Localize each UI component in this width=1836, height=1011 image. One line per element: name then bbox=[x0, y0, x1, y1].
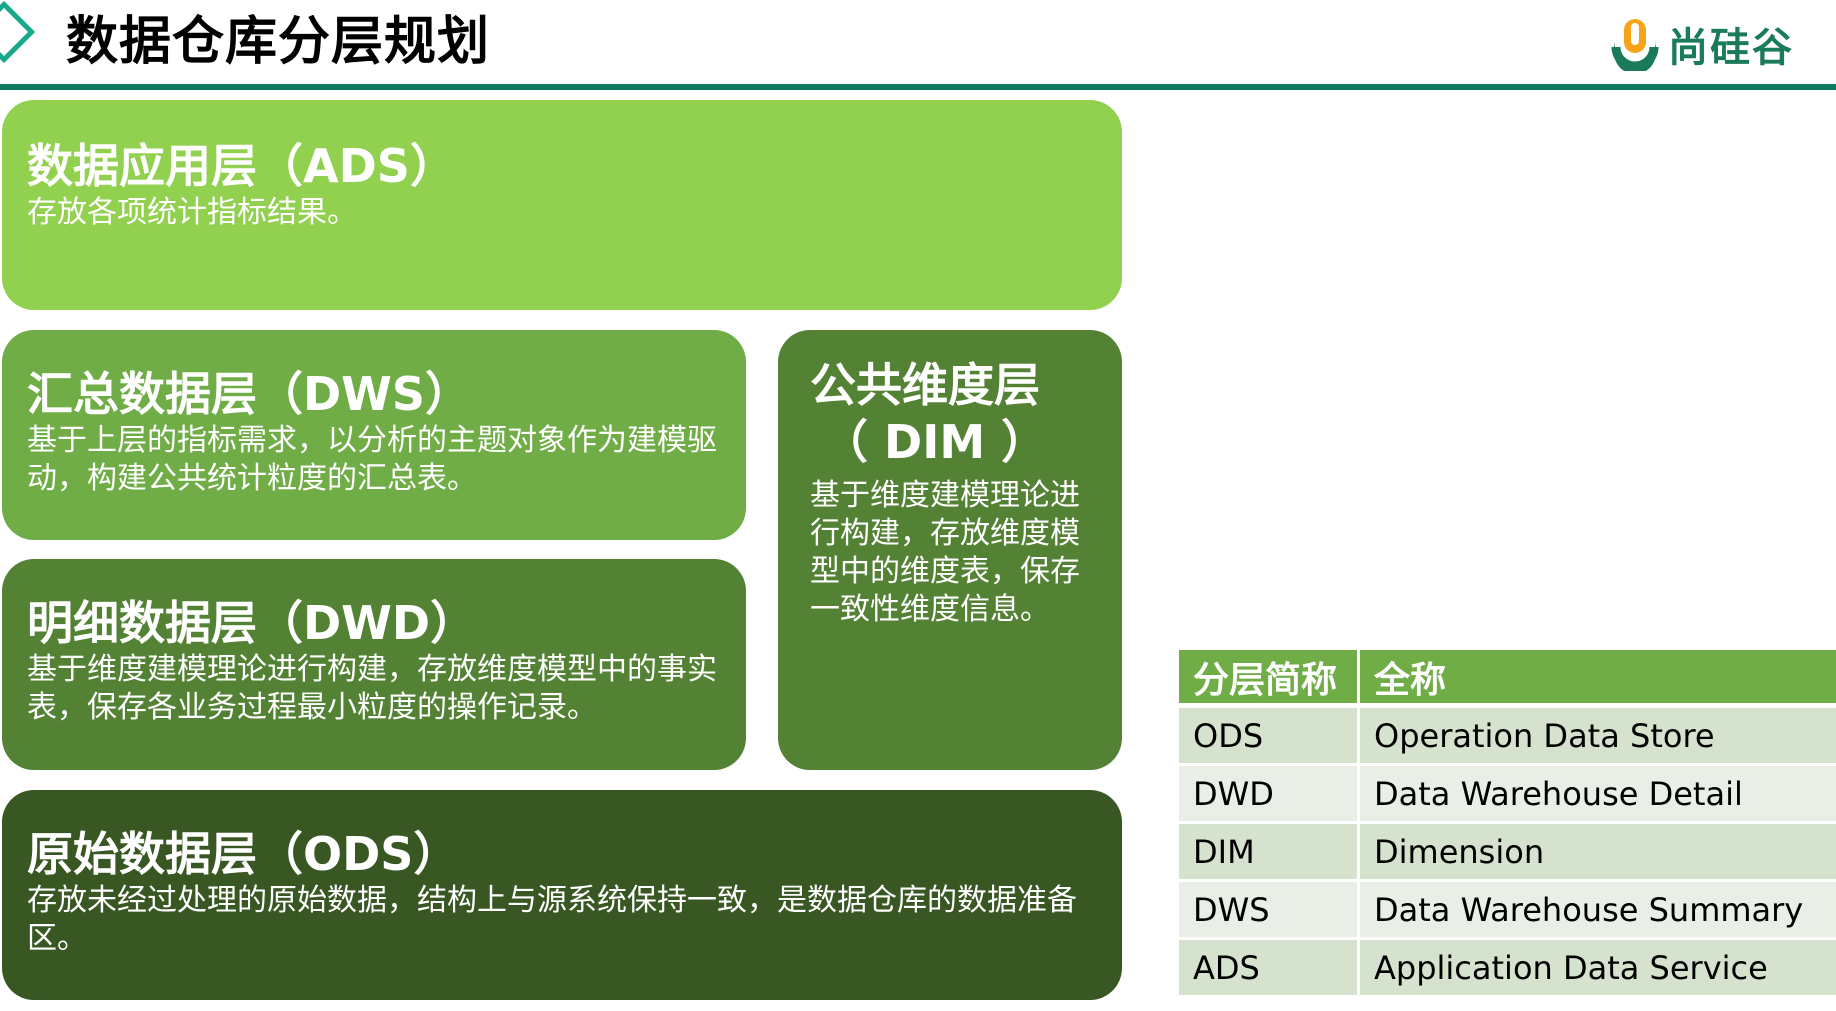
cell-full-name: Data Warehouse Detail bbox=[1360, 766, 1836, 824]
table-row: ODS Operation Data Store bbox=[1179, 708, 1836, 766]
layer-title: 汇总数据层（DWS） bbox=[27, 367, 472, 421]
cell-abbr: ODS bbox=[1179, 708, 1360, 766]
cell-full-name: Dimension bbox=[1360, 824, 1836, 882]
diamond-outline-icon bbox=[0, 0, 36, 64]
brand-name: 尚硅谷 bbox=[1668, 25, 1794, 71]
cell-abbr: DWS bbox=[1179, 882, 1360, 940]
layer-title-text: 公共维度层 bbox=[810, 358, 1040, 412]
layer-box-dim: 公共维度层 （ DIM ） 基于维度建模理论进行构建，存放维度模型中的维度表，保… bbox=[778, 330, 1122, 770]
table-row: ADS Application Data Service bbox=[1179, 940, 1836, 998]
layer-box-dws: 汇总数据层（DWS） 基于上层的指标需求，以分析的主题对象作为建模驱动，构建公共… bbox=[2, 330, 746, 540]
cell-abbr: DWD bbox=[1179, 766, 1360, 824]
slide-header: 数据仓库分层规划 尚硅谷 bbox=[0, 0, 1836, 90]
layer-description: 存放各项统计指标结果。 bbox=[27, 195, 357, 230]
brand-logo: 尚硅谷 bbox=[1610, 16, 1794, 72]
column-header-full-name: 全称 bbox=[1360, 650, 1836, 708]
layer-title: 公共维度层 （ DIM ） bbox=[810, 357, 1098, 471]
layer-box-ads: 数据应用层（ADS） 存放各项统计指标结果。 bbox=[2, 100, 1122, 310]
cell-full-name: Data Warehouse Summary bbox=[1360, 882, 1836, 940]
layer-description: 基于维度建模理论进行构建，存放维度模型中的维度表，保存一致性维度信息。 bbox=[810, 478, 1080, 627]
layer-title: 数据应用层（ADS） bbox=[27, 139, 456, 193]
cell-abbr: DIM bbox=[1179, 824, 1360, 882]
page-title: 数据仓库分层规划 bbox=[66, 12, 491, 72]
layer-abbreviation-table: 分层简称 全称 ODS Operation Data Store DWD Dat… bbox=[1179, 650, 1836, 998]
column-header-abbr: 分层简称 bbox=[1179, 650, 1360, 708]
cell-full-name: Operation Data Store bbox=[1360, 708, 1836, 766]
cell-abbr: ADS bbox=[1179, 940, 1360, 998]
layer-description: 基于上层的指标需求，以分析的主题对象作为建模驱动，构建公共统计粒度的汇总表。 bbox=[27, 423, 717, 496]
u-circle-logo-icon bbox=[1611, 19, 1659, 71]
table-row: DWS Data Warehouse Summary bbox=[1179, 882, 1836, 940]
header-divider bbox=[0, 84, 1836, 90]
layer-description: 基于维度建模理论进行构建，存放维度模型中的事实表，保存各业务过程最小粒度的操作记… bbox=[27, 652, 717, 725]
layer-title: 原始数据层（ODS） bbox=[27, 827, 460, 881]
layer-box-ods: 原始数据层（ODS） 存放未经过处理的原始数据，结构上与源系统保持一致，是数据仓… bbox=[2, 790, 1122, 1000]
layer-title: 明细数据层（DWD） bbox=[27, 596, 477, 650]
layer-box-dwd: 明细数据层（DWD） 基于维度建模理论进行构建，存放维度模型中的事实表，保存各业… bbox=[2, 559, 746, 770]
cell-full-name: Application Data Service bbox=[1360, 940, 1836, 998]
table-row: DIM Dimension bbox=[1179, 824, 1836, 882]
layer-description: 存放未经过处理的原始数据，结构上与源系统保持一致，是数据仓库的数据准备区。 bbox=[27, 883, 1077, 956]
layer-title-abbr: （ DIM ） bbox=[822, 415, 1048, 469]
table-row: DWD Data Warehouse Detail bbox=[1179, 766, 1836, 824]
table-header-row: 分层简称 全称 bbox=[1179, 650, 1836, 708]
